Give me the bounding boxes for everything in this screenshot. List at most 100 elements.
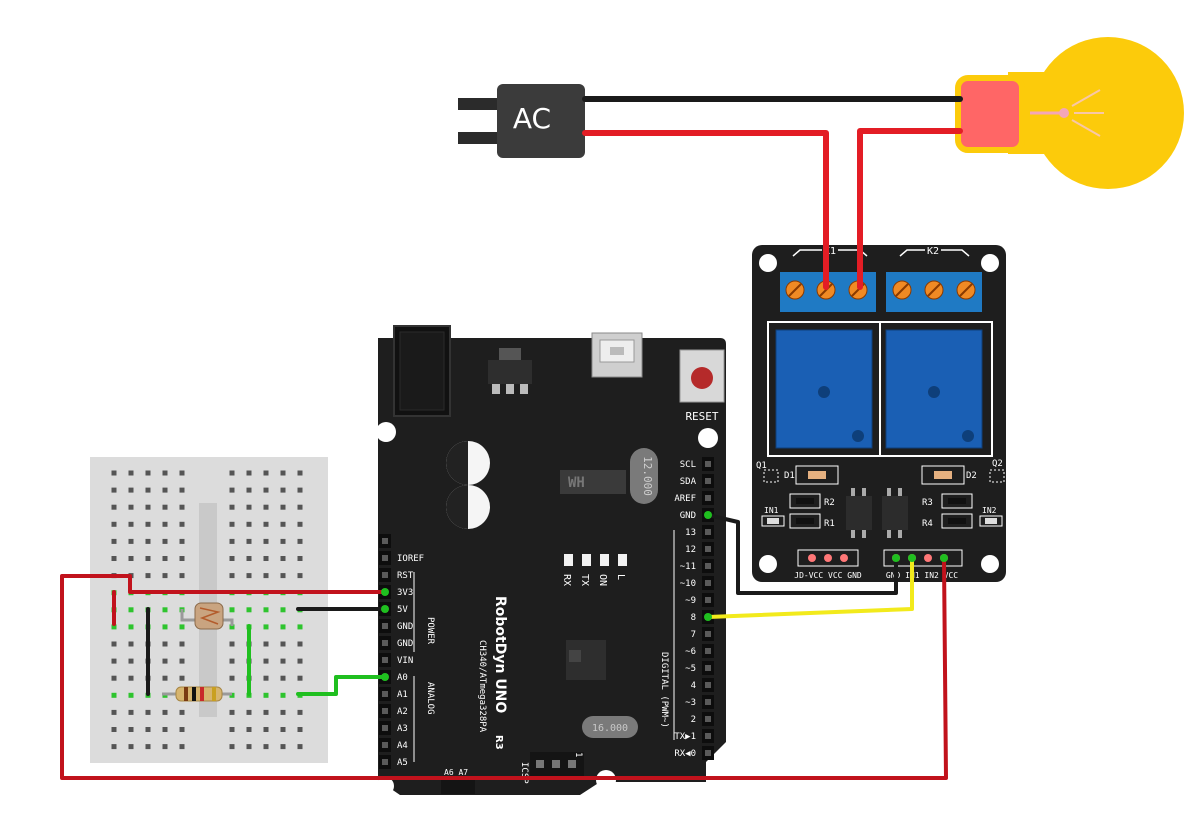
header-pin-hole bbox=[705, 580, 711, 586]
header-pin-hole bbox=[382, 759, 388, 765]
breadboard-hole bbox=[297, 556, 303, 561]
breadboard-hole bbox=[179, 504, 185, 510]
breadboard-hole bbox=[280, 573, 286, 579]
breadboard-hole bbox=[111, 556, 117, 561]
relay-module: K1 K2 Q1 Q2 bbox=[752, 245, 1006, 582]
pin-label: A4 bbox=[397, 741, 408, 751]
breadboard-hole bbox=[280, 744, 286, 750]
breadboard-hole bbox=[179, 675, 185, 681]
led-on bbox=[600, 554, 609, 566]
breadboard-hole bbox=[297, 624, 303, 630]
wire-relay-bulb-red bbox=[857, 128, 963, 290]
breadboard-hole bbox=[111, 504, 117, 510]
chip-label: CH340/ATmega328PA bbox=[477, 640, 487, 733]
breadboard-hole bbox=[263, 556, 269, 561]
screw-slot bbox=[959, 283, 973, 297]
screw-slot bbox=[895, 283, 909, 297]
pin-label: 7 bbox=[691, 630, 696, 640]
header-pin-hole bbox=[382, 691, 388, 697]
capacitor-2 bbox=[446, 485, 490, 529]
led-l bbox=[618, 554, 627, 566]
breadboard-hole bbox=[162, 487, 168, 493]
breadboard-hole bbox=[111, 641, 117, 647]
breadboard-hole bbox=[229, 658, 235, 664]
relay-header-left: JD-VCC VCC GND bbox=[794, 549, 862, 580]
breadboard-hole bbox=[145, 470, 151, 476]
breadboard-hole bbox=[145, 727, 151, 732]
light-bulb bbox=[955, 37, 1184, 189]
svg-text:1: 1 bbox=[573, 752, 583, 757]
svg-text:IN2: IN2 bbox=[982, 506, 997, 515]
rev-label: R3 bbox=[493, 735, 504, 750]
breadboard-hole bbox=[179, 709, 185, 715]
breadboard-hole bbox=[246, 556, 252, 561]
breadboard-hole bbox=[280, 692, 286, 698]
breadboard-hole bbox=[297, 727, 303, 732]
breadboard-hole bbox=[297, 709, 303, 715]
led-label: L bbox=[615, 574, 626, 580]
breadboard-hole bbox=[280, 556, 286, 561]
breadboard-hole bbox=[297, 573, 303, 579]
header-pin-hole bbox=[382, 742, 388, 748]
relay-k1 bbox=[767, 321, 881, 457]
breadboard-hole bbox=[229, 624, 235, 630]
svg-text:D2: D2 bbox=[966, 471, 977, 481]
svg-text:K2: K2 bbox=[927, 246, 939, 257]
breadboard-hole bbox=[162, 658, 168, 664]
svg-text:WH: WH bbox=[568, 475, 585, 491]
pin-label: RST bbox=[397, 571, 414, 581]
svg-text:R2: R2 bbox=[824, 498, 835, 508]
pin-label: A0 bbox=[397, 673, 408, 683]
pin-label: ~5 bbox=[685, 664, 696, 674]
wire-gnd-relay bbox=[706, 513, 898, 595]
brand-label: RobotDyn UNO bbox=[492, 596, 508, 713]
breadboard-hole bbox=[229, 556, 235, 561]
breadboard-hole bbox=[263, 727, 269, 732]
breadboard-hole bbox=[297, 504, 303, 510]
breadboard-hole bbox=[297, 744, 303, 750]
header-pin-hole bbox=[382, 538, 388, 544]
breadboard-hole bbox=[297, 487, 303, 493]
breadboard-hole bbox=[162, 709, 168, 715]
breadboard-hole bbox=[297, 641, 303, 647]
breadboard-hole bbox=[246, 538, 252, 544]
wire-endpoints bbox=[381, 511, 948, 681]
pin-label: 2 bbox=[691, 715, 696, 725]
breadboard-hole bbox=[263, 744, 269, 750]
breadboard-hole bbox=[145, 709, 151, 715]
breadboard-hole bbox=[128, 521, 134, 527]
a67-label: A6 A7 bbox=[444, 768, 468, 777]
svg-text:IN1: IN1 bbox=[764, 506, 779, 515]
breadboard-hole bbox=[179, 538, 185, 544]
header-pin-hole bbox=[705, 478, 711, 484]
digital-label: DIGITAL (PWM~) bbox=[659, 652, 669, 728]
breadboard-hole bbox=[128, 556, 134, 561]
breadboard-hole bbox=[111, 692, 117, 698]
breadboard-hole bbox=[179, 521, 185, 527]
svg-text:K1: K1 bbox=[824, 246, 836, 257]
wire-ac-red bbox=[582, 130, 829, 290]
breadboard-hole bbox=[263, 607, 269, 613]
breadboard-hole bbox=[229, 675, 235, 681]
svg-text:R4: R4 bbox=[922, 519, 933, 529]
pin-label: A1 bbox=[397, 690, 408, 700]
header-pin-hole bbox=[382, 555, 388, 561]
breadboard-hole bbox=[229, 727, 235, 732]
reset-button: RESET bbox=[679, 349, 725, 423]
ac-label: AC bbox=[513, 102, 551, 135]
breadboard-hole bbox=[145, 556, 151, 561]
breadboard-hole bbox=[111, 624, 117, 630]
breadboard-hole bbox=[162, 607, 168, 613]
breadboard-hole bbox=[263, 538, 269, 544]
breadboard-hole bbox=[145, 504, 151, 510]
breadboard-hole bbox=[111, 727, 117, 732]
voltage-regulator bbox=[488, 348, 532, 394]
pin-label: GND bbox=[397, 639, 413, 649]
breadboard-hole bbox=[128, 709, 134, 715]
svg-text:Q1: Q1 bbox=[756, 461, 767, 471]
breadboard-hole bbox=[263, 573, 269, 579]
header-pin-hole bbox=[705, 665, 711, 671]
icsp-header: ICSP 1 bbox=[519, 752, 584, 784]
